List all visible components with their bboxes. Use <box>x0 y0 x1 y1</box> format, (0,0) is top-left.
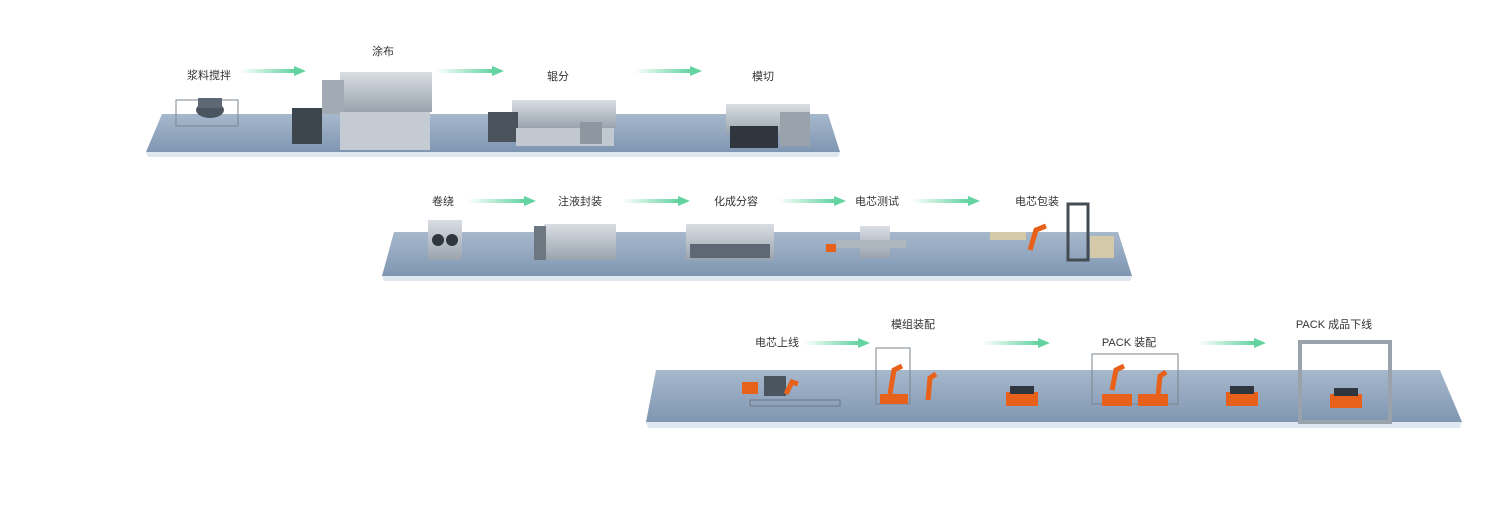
platform-row-3 <box>646 370 1462 428</box>
stage-label-cell-packing: 电芯包装 <box>1015 196 1059 208</box>
flow-arrow-icon <box>778 196 846 206</box>
stage-label-pack-offline: PACK 成品下线 <box>1295 319 1373 331</box>
filling-machine <box>534 224 616 260</box>
stage-label-slurry-mixing: 浆料搅拌 <box>187 70 231 82</box>
test-machine <box>826 226 906 258</box>
pack-offline-gantry <box>1298 340 1392 424</box>
roller-machine <box>488 100 616 146</box>
flow-arrow-icon <box>804 338 870 348</box>
stage-label-pack-assembly: PACK 装配 <box>1101 337 1157 349</box>
flow-arrow-icon <box>982 338 1050 348</box>
packing-machine <box>990 202 1114 262</box>
die-cut-machine <box>726 104 810 148</box>
flow-arrow-icon <box>468 196 536 206</box>
flow-arrow-icon <box>634 66 702 76</box>
stage-label-module-assembly: 模组装配 <box>891 319 935 331</box>
stage-label-winding: 卷绕 <box>432 196 454 208</box>
stage-label-formation-grading: 化成分容 <box>714 196 758 208</box>
pack-agv-2 <box>1226 386 1258 406</box>
cell-loading-station <box>742 376 841 407</box>
mixer-machine <box>175 98 239 127</box>
stage-label-filling-sealing: 注液封装 <box>558 196 602 208</box>
stage-label-coating: 涂布 <box>372 46 394 58</box>
module-assembly-station <box>875 347 938 405</box>
flow-arrow-icon <box>622 196 690 206</box>
stage-label-roll-split: 辊分 <box>547 71 569 83</box>
stage-label-cell-loading: 电芯上线 <box>755 337 799 349</box>
flow-arrow-icon <box>436 66 504 76</box>
winding-machine <box>428 220 462 260</box>
formation-machine <box>686 224 774 260</box>
pack-assembly-station <box>1091 353 1179 406</box>
flow-arrow-icon <box>240 66 306 76</box>
flow-arrow-icon <box>912 196 980 206</box>
stage-label-cell-testing: 电芯测试 <box>855 196 899 208</box>
pack-agv-1 <box>1006 386 1038 406</box>
coater-machine <box>292 72 432 150</box>
stage-label-die-cutting: 模切 <box>752 71 774 83</box>
flow-arrow-icon <box>1198 338 1266 348</box>
